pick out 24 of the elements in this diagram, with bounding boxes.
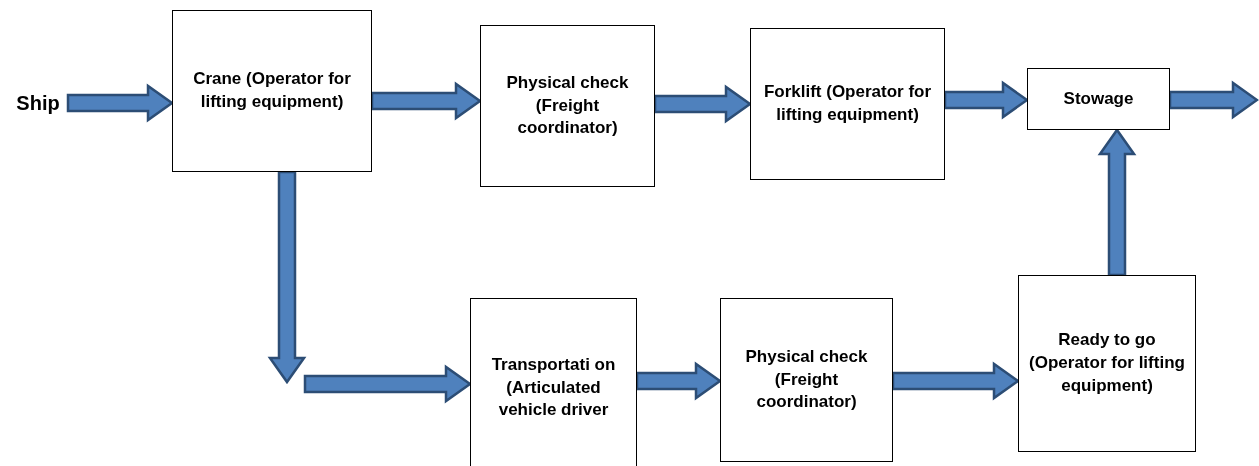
process-box	[172, 10, 372, 172]
step-label: Ready to go (Operator for lifting equipment)	[1028, 329, 1186, 397]
block-arrow	[267, 170, 473, 404]
block-arrow	[370, 81, 483, 121]
block-arrow	[1168, 80, 1259, 120]
step-label: Forklift (Operator for lifting equipment)	[762, 81, 933, 126]
process-box	[720, 298, 893, 462]
step-label: Physical check (Freight coordinator)	[505, 71, 630, 140]
block-arrow	[1097, 127, 1137, 277]
process-box	[470, 298, 637, 466]
block-arrow	[66, 83, 175, 123]
step-label: Stowage	[1063, 87, 1134, 110]
process-box	[750, 28, 945, 180]
source-label: Ship	[16, 90, 60, 116]
block-arrow	[943, 80, 1030, 120]
step-label: Crane (Operator for lifting equipment)	[192, 68, 352, 113]
block-arrow	[891, 361, 1021, 401]
block-arrow	[635, 361, 723, 401]
process-box	[1018, 275, 1196, 452]
process-box	[1027, 68, 1170, 130]
step-label: Physical check (Freight coordinator)	[744, 345, 869, 414]
step-label: Transportati on (Articulated vehicle driver	[490, 353, 617, 422]
block-arrow	[653, 84, 753, 124]
process-box	[480, 25, 655, 187]
